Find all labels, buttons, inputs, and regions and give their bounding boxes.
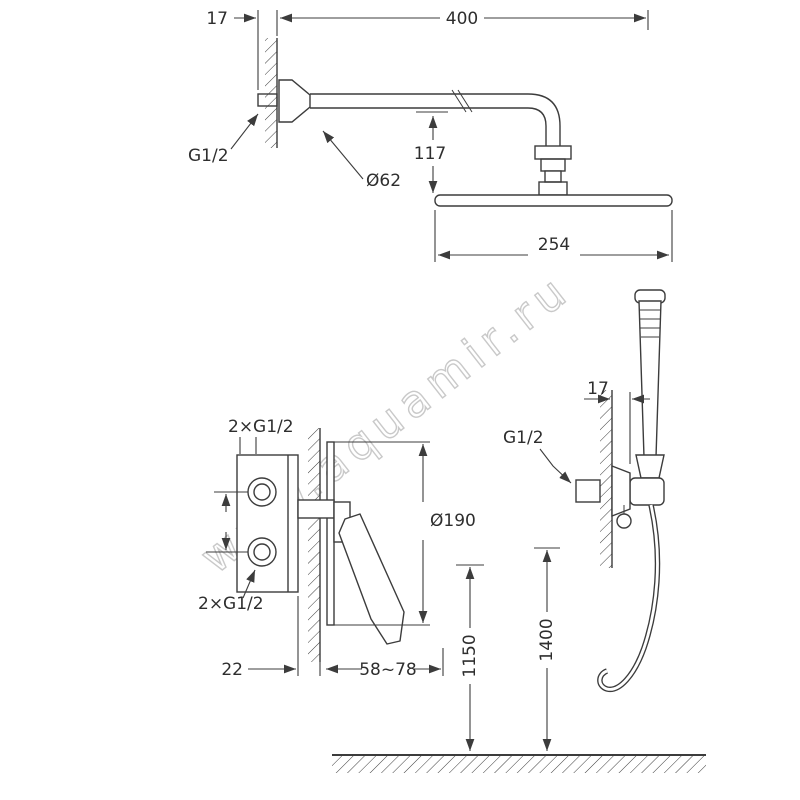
arm-break-mark <box>457 89 473 113</box>
leader-line <box>322 130 364 180</box>
inlet-port-top <box>247 477 277 507</box>
mixer-handle <box>338 513 405 645</box>
label-arm-thread: G1/2 <box>188 146 229 166</box>
floor <box>332 754 706 773</box>
dim-arm-wall-offset: 17 <box>206 9 228 29</box>
label-top-connections: 2×G1/2 <box>228 417 294 437</box>
valve-stem <box>297 499 335 519</box>
mixer-dimensions: 2×G1/2 2×G1/2 Ø190 22 58~78 <box>198 417 476 680</box>
inlet-port-bottom-thread <box>253 543 271 561</box>
dim-holder-wall-offset: 17 <box>587 379 609 399</box>
supply-thread-stub <box>575 479 601 503</box>
head-ball-joint <box>538 181 568 196</box>
dim-body-depth: 22 <box>221 660 243 680</box>
mixer-assembly <box>236 428 405 662</box>
diverter-knob <box>616 513 632 529</box>
wall-hatch <box>600 390 612 568</box>
dim-head-diameter: 254 <box>538 235 570 255</box>
trim-plate <box>326 441 335 626</box>
label-holder-thread: G1/2 <box>503 428 544 448</box>
inlet-port-bottom <box>247 537 277 567</box>
dim-arm-length: 400 <box>446 9 478 29</box>
leader-line <box>230 113 259 150</box>
connector-neck <box>544 170 562 183</box>
shower-holder-cone <box>635 454 665 479</box>
dim-flange-diameter: Ø62 <box>366 171 401 191</box>
wall-hatch <box>308 428 320 662</box>
floor-hatch <box>332 756 706 773</box>
arm-thread-stub <box>257 93 278 107</box>
label-bottom-connections: 2×G1/2 <box>198 594 264 614</box>
connector-nut <box>534 145 572 160</box>
inlet-port-top-thread <box>253 483 271 501</box>
dim-installation-depth: 58~78 <box>359 660 417 680</box>
arm-wall-flange <box>278 79 311 123</box>
shower-head <box>434 194 673 207</box>
arm-elbow-inner <box>527 107 547 146</box>
wall-hatch <box>265 38 277 148</box>
hand-shower-assembly <box>575 289 666 693</box>
dim-plate-diameter: Ø190 <box>430 511 476 531</box>
connector-mid <box>540 158 566 172</box>
wall-elbow-body <box>629 477 665 506</box>
hand-shower-dimensions: 17 G1/2 1150 1400 <box>456 379 650 751</box>
leader-line <box>242 569 256 599</box>
hand-shower-handle <box>638 300 662 458</box>
overhead-shower-assembly <box>257 38 673 207</box>
valve-body <box>236 454 299 593</box>
elbow-wall-flange <box>611 464 631 518</box>
overhead-dimensions: 17 400 G1/2 117 Ø62 254 <box>188 9 673 262</box>
arm-elbow-outer <box>527 93 561 146</box>
dim-head-drop: 117 <box>414 144 446 164</box>
shower-hose-highlight <box>598 504 659 691</box>
arm-break-mark <box>451 89 467 113</box>
dim-outlet-height: 1150 <box>460 634 480 677</box>
leader-line <box>539 448 572 484</box>
dim-hose-height: 1400 <box>537 618 557 661</box>
